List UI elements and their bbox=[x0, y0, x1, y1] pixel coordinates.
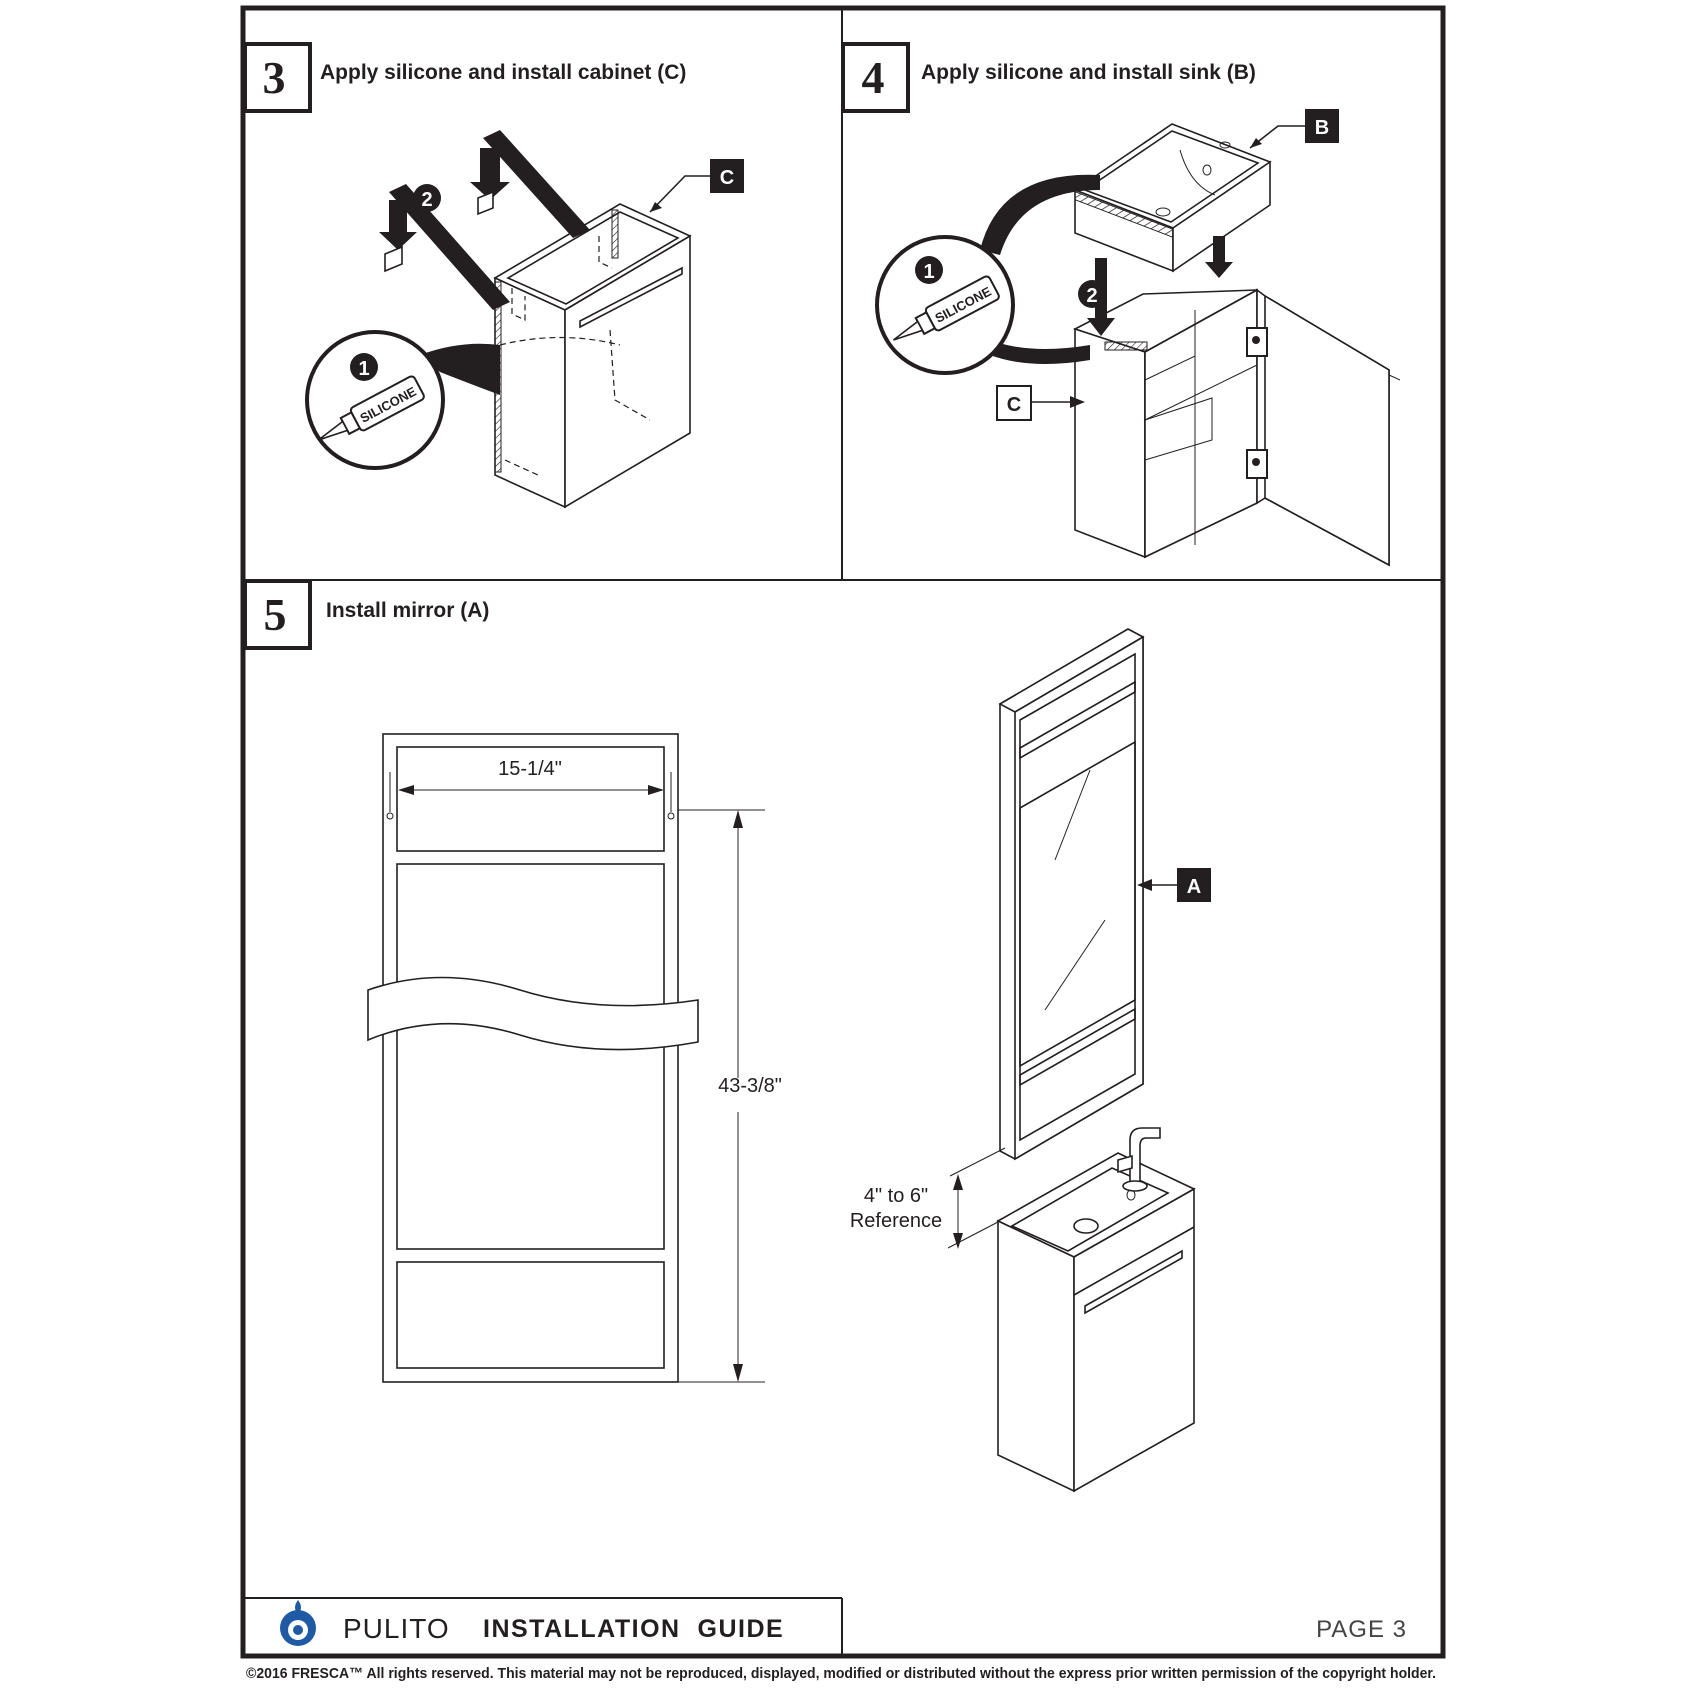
step-5-title: Install mirror (A) bbox=[326, 599, 489, 622]
silicone-flare-step3 bbox=[420, 343, 500, 395]
mirror-front-elevation: 15-1/4" 43-3/8" bbox=[367, 733, 782, 1383]
clearance-dimension: 4" to 6" Reference bbox=[850, 1147, 1006, 1249]
part-tag-c-step3 bbox=[710, 159, 744, 193]
step-4-panel: 4 Apply silicone and install sink (B) bbox=[841, 42, 1401, 567]
part-tag-c-step4 bbox=[996, 385, 1032, 421]
footer-guide-title: INSTALLATION GUIDE bbox=[483, 1615, 784, 1643]
sink-b-drawing bbox=[1073, 123, 1272, 273]
callout-2-step3 bbox=[413, 184, 441, 212]
mirror-a-drawing bbox=[998, 628, 1145, 1161]
cabinet-c-drawing bbox=[493, 203, 692, 509]
step-3-number-box bbox=[243, 42, 312, 113]
part-tag-b-label: B bbox=[1315, 117, 1329, 139]
footer: PULITO INSTALLATION GUIDE PAGE 3 ©2016 F… bbox=[246, 1600, 1436, 1682]
step-4-number: 4 bbox=[862, 52, 885, 103]
callout-2-step3-label: 2 bbox=[421, 189, 432, 211]
vanity-drawing bbox=[996, 1127, 1196, 1493]
tag-c-leader-step3 bbox=[649, 175, 710, 213]
step-3-number: 3 bbox=[263, 52, 286, 103]
footer-page-number: PAGE 3 bbox=[1316, 1616, 1407, 1643]
part-tag-a-label: A bbox=[1187, 876, 1201, 898]
step-4-number-box bbox=[841, 42, 910, 113]
callout-1-step4-label: 1 bbox=[923, 261, 934, 283]
part-tag-c-step4-label: C bbox=[1007, 394, 1021, 416]
footer-brand: PULITO bbox=[343, 1613, 450, 1644]
callout-1-step4 bbox=[915, 256, 943, 284]
part-tag-b bbox=[1305, 109, 1339, 143]
callout-2-step4-label: 2 bbox=[1086, 285, 1097, 307]
step-5-number: 5 bbox=[264, 589, 287, 640]
hinge-icon bbox=[1246, 449, 1268, 479]
callout-2-step4 bbox=[1078, 280, 1106, 308]
cabinet-c-open-drawing bbox=[1072, 288, 1401, 567]
part-tag-a bbox=[1177, 868, 1211, 902]
tag-b-leader bbox=[1249, 125, 1305, 149]
step-3-panel: 3 Apply silicone and install cabinet (C)… bbox=[243, 42, 744, 509]
clearance-line2: Reference bbox=[850, 1210, 942, 1232]
clearance-line1: 4" to 6" bbox=[864, 1185, 928, 1207]
step-4-title: Apply silicone and install sink (B) bbox=[921, 61, 1256, 84]
hinge-icon bbox=[1246, 327, 1268, 357]
part-tag-c-step3-label: C bbox=[720, 167, 734, 189]
bracket-arrows bbox=[379, 130, 590, 310]
step-5-number-box bbox=[243, 579, 312, 650]
copyright-notice: ©2016 FRESCA™ All rights reserved. This … bbox=[246, 1665, 1436, 1682]
dimension-width: 15-1/4" bbox=[498, 758, 562, 780]
callout-1-step3-label: 1 bbox=[358, 358, 369, 380]
step-3-title: Apply silicone and install cabinet (C) bbox=[320, 61, 686, 84]
page-frame bbox=[240, 5, 1446, 1659]
fresca-logo-icon bbox=[280, 1600, 316, 1646]
callout-1-step3 bbox=[350, 353, 378, 381]
dimension-height: 43-3/8" bbox=[718, 1075, 782, 1097]
step-5-panel: 5 Install mirror (A) 15-1/4" 43-3 bbox=[243, 579, 1211, 1493]
